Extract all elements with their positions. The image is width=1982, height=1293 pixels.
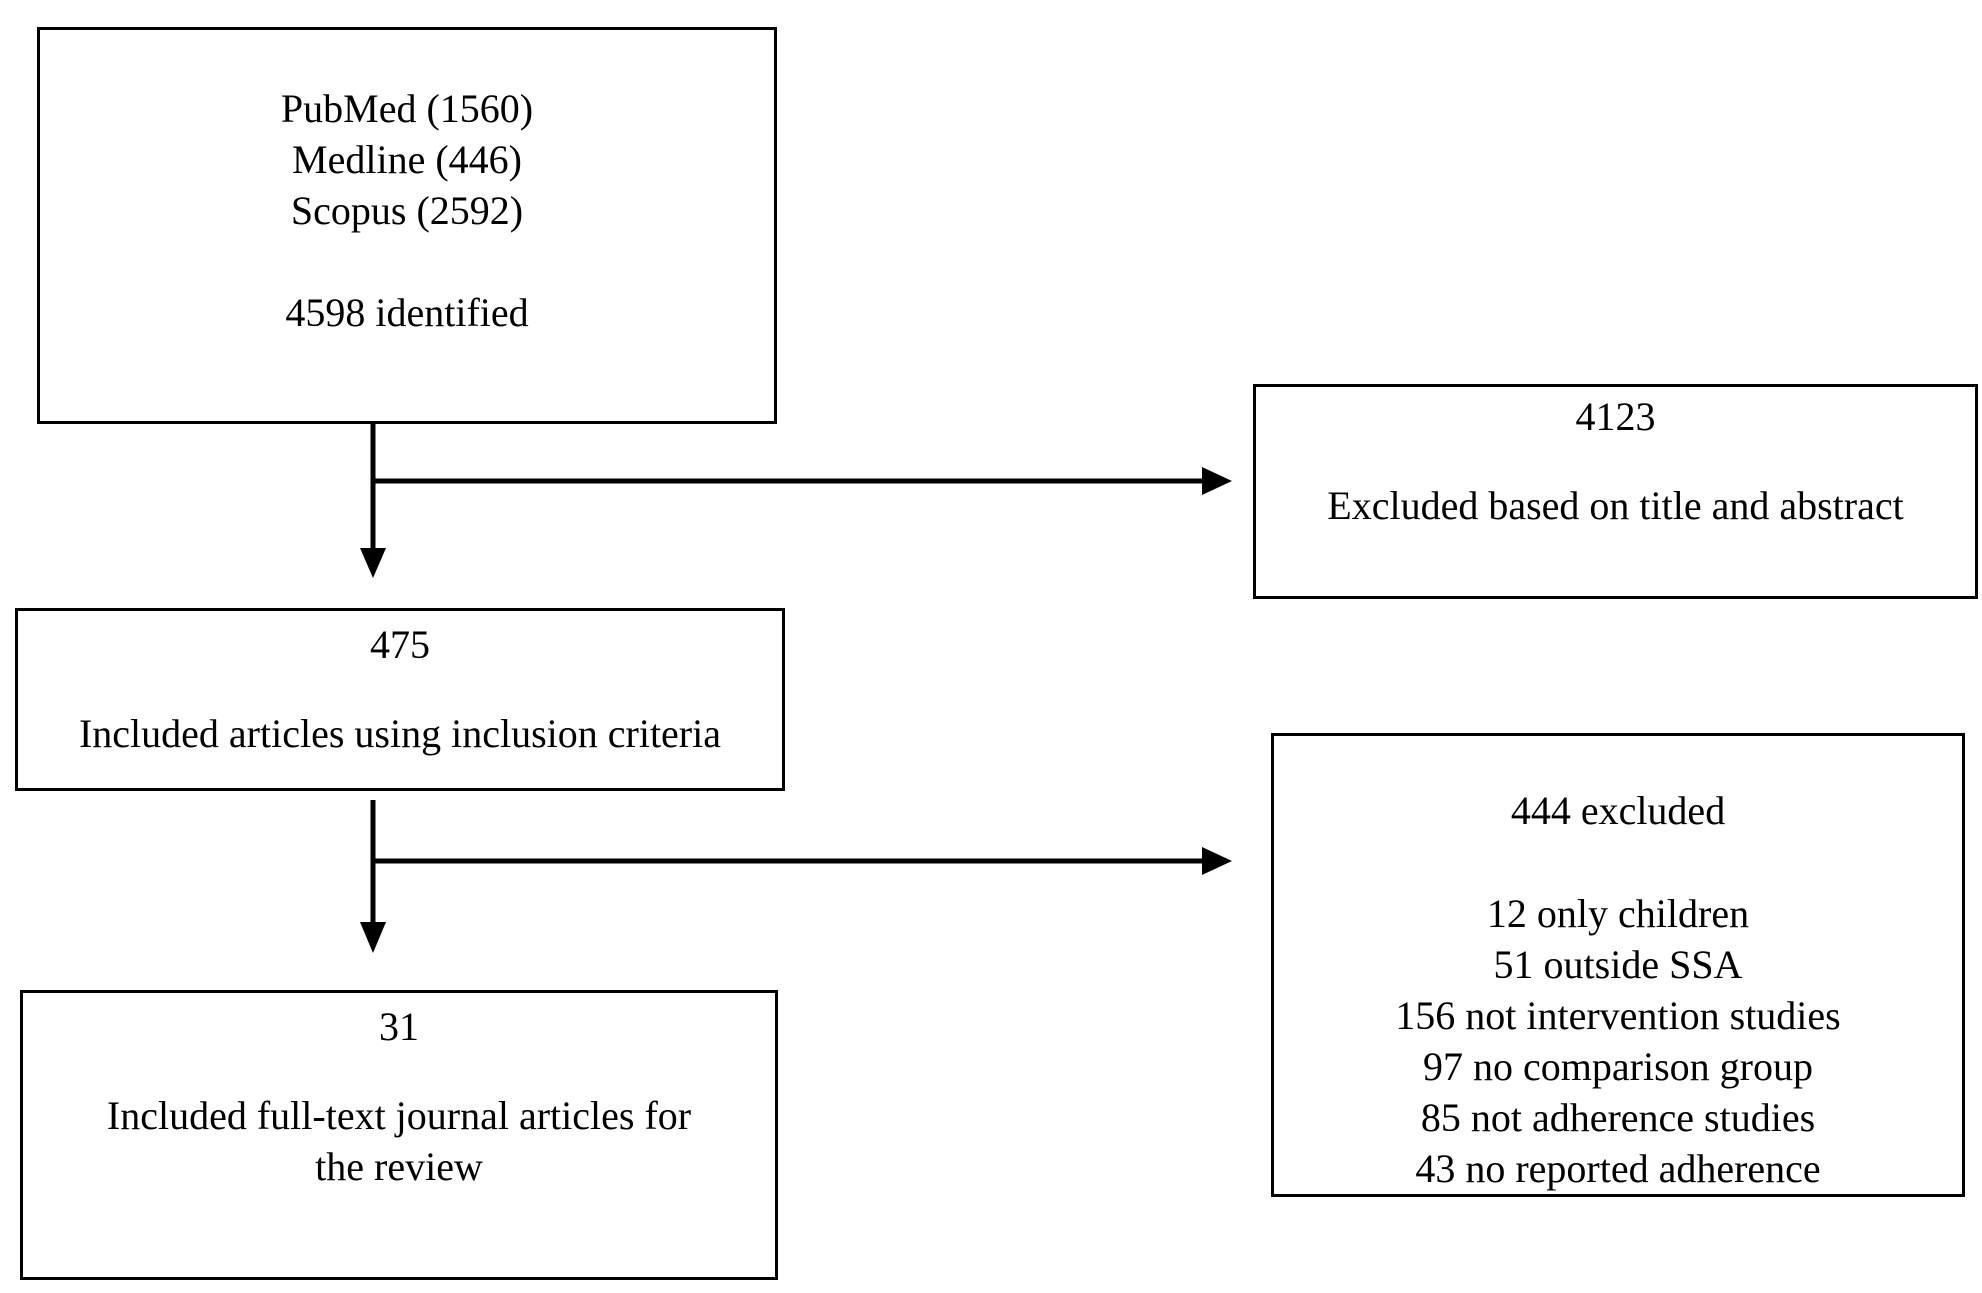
excluded-full-text-box: 444 excluded 12 only children 51 outside… bbox=[1271, 733, 1965, 1197]
excluded-full-count: 444 excluded bbox=[1510, 788, 1726, 833]
source-scopus: Scopus (2592) bbox=[290, 188, 524, 233]
exclusion-reason: 12 only children bbox=[1486, 891, 1750, 936]
arrowhead-down-2 bbox=[360, 922, 386, 953]
included-criteria-label: Included articles using inclusion criter… bbox=[78, 711, 721, 756]
included-criteria-count: 475 bbox=[370, 622, 430, 667]
included-criteria-box: 475 Included articles using inclusion cr… bbox=[15, 608, 785, 791]
identified-records-box: PubMed (1560) Medline (446) Scopus (2592… bbox=[37, 27, 777, 424]
source-pubmed: PubMed (1560) bbox=[280, 86, 534, 131]
arrowhead-right-2 bbox=[1202, 847, 1232, 875]
exclusion-reason: 51 outside SSA bbox=[1493, 942, 1743, 987]
exclusion-reason: 97 no comparison group bbox=[1423, 1044, 1813, 1089]
arrowhead-right-1 bbox=[1202, 467, 1232, 495]
included-final-box: 31 Included full-text journal articles f… bbox=[20, 990, 778, 1280]
exclusion-reason: 156 not intervention studies bbox=[1395, 993, 1841, 1038]
excluded-title-label: Excluded based on title and abstract bbox=[1327, 483, 1904, 528]
arrowhead-down-1 bbox=[360, 548, 386, 578]
included-final-label-line1: Included full-text journal articles for bbox=[106, 1093, 692, 1138]
excluded-title-count: 4123 bbox=[1575, 394, 1656, 439]
identified-total: 4598 identified bbox=[285, 290, 529, 335]
exclusion-reason: 43 no reported adherence bbox=[1415, 1146, 1821, 1191]
source-medline: Medline (446) bbox=[292, 137, 522, 182]
included-final-count: 31 bbox=[379, 1004, 419, 1049]
exclusion-reason: 85 not adherence studies bbox=[1420, 1095, 1816, 1140]
included-final-label-line2: the review bbox=[315, 1144, 483, 1189]
excluded-title-abstract-box: 4123 Excluded based on title and abstrac… bbox=[1253, 384, 1978, 599]
